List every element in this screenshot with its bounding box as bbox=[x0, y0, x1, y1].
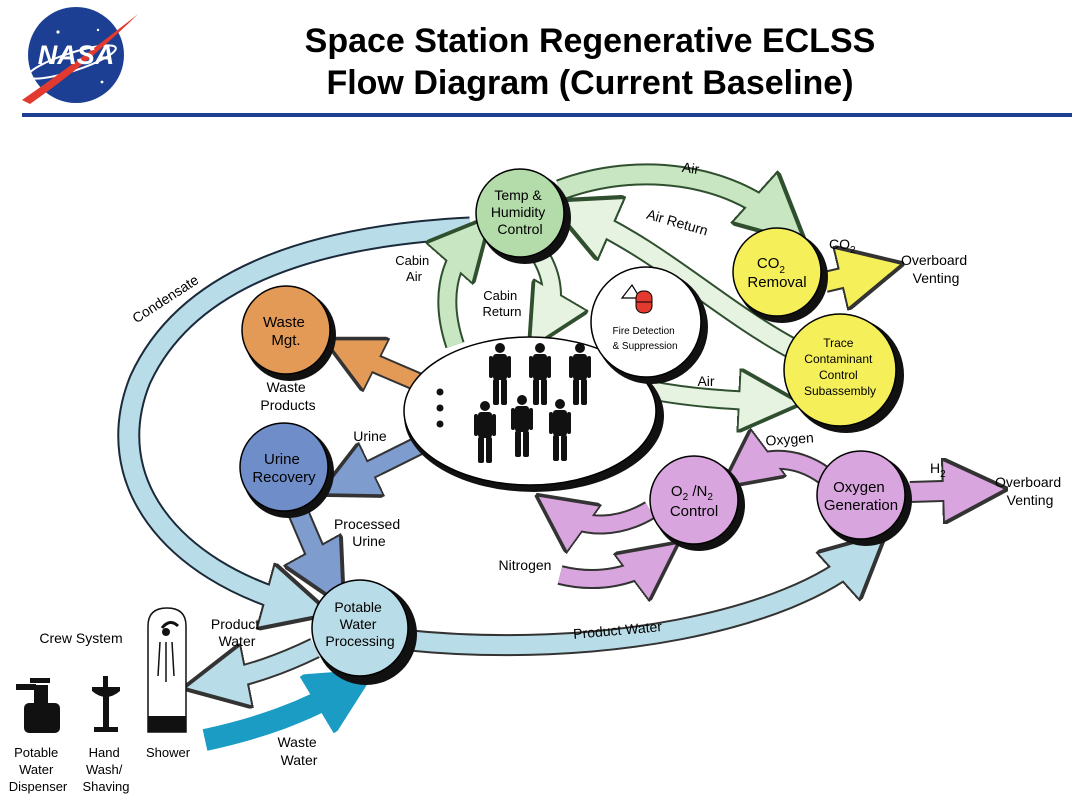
nasa-logo: NASA bbox=[22, 7, 138, 104]
node-label: Subassembly bbox=[804, 384, 876, 398]
svg-text:CO2 Removal: CO2 Removal bbox=[747, 255, 806, 291]
oxygen-generation-node: Oxygen Generation bbox=[816, 450, 912, 546]
urine-recovery-node: Urine Recovery bbox=[239, 422, 334, 518]
subscript: 2 bbox=[683, 492, 689, 503]
temp-humidity-control-node: Temp & Humidity Control bbox=[475, 168, 571, 264]
o2n2-control-node: O2 /N2 Control bbox=[649, 455, 745, 551]
node-label: Water bbox=[340, 616, 377, 632]
label-air-return: Air Return bbox=[645, 206, 710, 239]
svg-text:Urine Recovery: Urine Recovery bbox=[252, 451, 316, 486]
label-potable-water-dispenser: Potable Water Dispenser bbox=[9, 745, 68, 794]
potable-water-dispenser-icon bbox=[16, 678, 60, 733]
crew-figures-icon bbox=[436, 343, 591, 463]
node-label: Generation bbox=[824, 497, 898, 514]
hand-wash-icon bbox=[92, 676, 120, 732]
node-label: Humidity bbox=[491, 204, 545, 220]
label-h2: H2 bbox=[930, 460, 946, 480]
node-label: Urine bbox=[264, 451, 300, 468]
waste-mgt-node: Waste Mgt. bbox=[241, 285, 336, 381]
svg-text:Oxygen Generation: Oxygen Generation bbox=[824, 479, 898, 514]
subscript: 2 bbox=[779, 265, 785, 276]
node-label: Temp & bbox=[494, 187, 542, 203]
label-urine: Urine bbox=[353, 428, 387, 444]
node-label: Contaminant bbox=[804, 352, 873, 366]
nasa-logo-text: NASA bbox=[38, 40, 115, 70]
node-label: Control bbox=[670, 503, 718, 520]
label-waste-products: Waste Products bbox=[260, 379, 315, 413]
label-air-mid: Air bbox=[697, 373, 714, 389]
node-label: O bbox=[671, 483, 683, 500]
fire-detection-node: Fire Detection & Suppression bbox=[590, 266, 708, 384]
svg-text:Fire Detection & Suppres: Fire Detection & Suppression bbox=[612, 326, 677, 352]
node-label: Oxygen bbox=[833, 479, 885, 496]
title-line-2: Flow Diagram (Current Baseline) bbox=[326, 64, 854, 102]
label-co2: CO2 bbox=[829, 236, 856, 256]
node-label: Trace bbox=[823, 336, 854, 350]
node-label: Fire Detection bbox=[612, 326, 674, 337]
node-label: Control bbox=[819, 368, 858, 382]
label-nitrogen: Nitrogen bbox=[499, 557, 552, 573]
label-oxygen: Oxygen bbox=[765, 429, 814, 448]
label-cabin-air: Cabin Air bbox=[395, 253, 433, 284]
node-label: Processing bbox=[325, 633, 394, 649]
subscript: 2 bbox=[707, 492, 713, 503]
svg-text:Trace Contaminant: Trace Contaminant Control Subassembly bbox=[804, 336, 876, 398]
waste-water-flow bbox=[202, 688, 345, 751]
label-air-top: Air bbox=[681, 159, 701, 177]
svg-text:Temp & Humidity Co: Temp & Humidity Control bbox=[491, 187, 549, 237]
label-crew-system: Crew System bbox=[39, 630, 122, 646]
header-rule bbox=[22, 113, 1072, 117]
node-label: Control bbox=[497, 221, 542, 237]
node-label: Recovery bbox=[252, 469, 316, 486]
co2-removal-node: CO2 Removal bbox=[732, 227, 828, 323]
label-product-water-right: Product Water bbox=[573, 618, 663, 642]
svg-text:Waste Mgt.: Waste Mgt. bbox=[263, 314, 309, 349]
node-label: Removal bbox=[747, 274, 806, 291]
node-label: Potable bbox=[334, 599, 382, 615]
label-waste-water: Waste Water bbox=[277, 734, 320, 768]
label-overboard-venting-2: Overboard Venting bbox=[995, 474, 1065, 508]
node-label: CO bbox=[757, 255, 780, 272]
label-product-water-left: Product Water bbox=[211, 616, 263, 649]
trace-contaminant-node: Trace Contaminant Control Subassembly bbox=[783, 313, 904, 433]
label-cabin-return: Cabin Return bbox=[482, 288, 521, 319]
crew-cabin-node bbox=[403, 336, 664, 492]
node-label: /N bbox=[688, 483, 707, 500]
label-shower: Shower bbox=[146, 745, 191, 760]
node-label: Mgt. bbox=[271, 332, 300, 349]
potable-water-processing-node: Potable Water Processing bbox=[311, 579, 417, 685]
label-processed-urine: Processed Urine bbox=[334, 516, 404, 549]
svg-text:O2 /N2 Control: O2 /N2 Control bbox=[670, 483, 718, 520]
fire-extinguisher-icon bbox=[620, 283, 653, 314]
title-line-1: Space Station Regenerative ECLSS bbox=[304, 22, 876, 60]
node-label: Waste bbox=[263, 314, 305, 331]
label-hand-wash: Hand Wash/ Shaving bbox=[83, 745, 130, 794]
svg-text:Potable Water Proc: Potable Water Processing bbox=[325, 599, 394, 649]
shower-icon bbox=[147, 607, 187, 733]
node-label: & Suppression bbox=[612, 341, 677, 352]
label-overboard-venting-1: Overboard Venting bbox=[901, 252, 971, 286]
